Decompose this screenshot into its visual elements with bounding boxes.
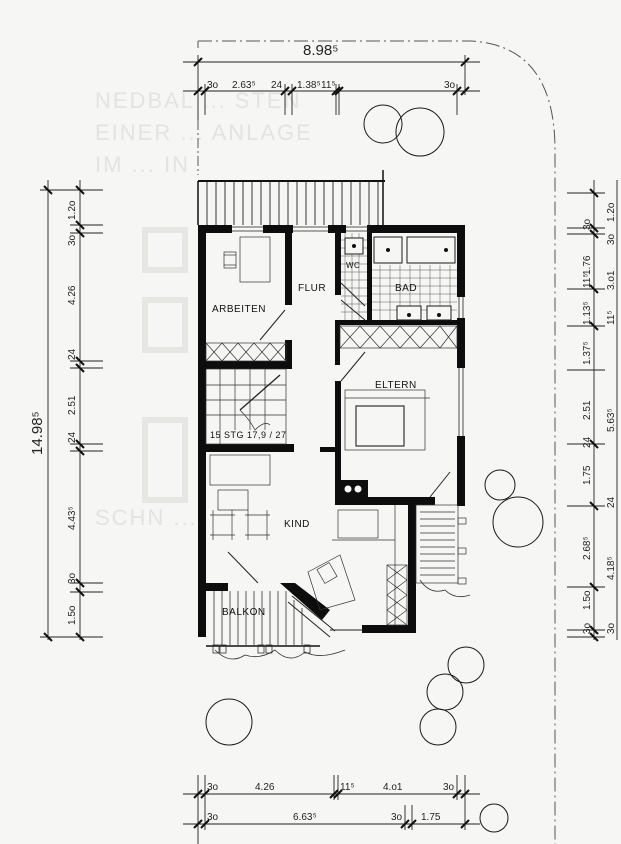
svg-text:3o: 3o [444,80,456,91]
svg-text:3o: 3o [207,812,219,823]
left-dimensions: 14.98⁵ 1.2o 3o 4.26 24 2.51 24 4.43⁵ 3o … [29,180,103,642]
svg-text:4.43⁵: 4.43⁵ [67,506,78,530]
door-eltern-stair [429,471,451,498]
room-label-bad: BAD [395,283,417,294]
heater-closet [340,480,368,498]
dim-overall-width: 8.98⁵ [303,42,338,59]
svg-text:2.68⁵: 2.68⁵ [582,536,593,560]
windows [232,226,464,436]
svg-text:24: 24 [606,496,617,508]
svg-text:3o: 3o [606,622,617,634]
dim-overall-length: 14.98⁵ [29,411,46,455]
svg-text:3o: 3o [391,812,403,823]
svg-text:1.2o: 1.2o [606,202,617,222]
svg-text:24: 24 [271,80,283,91]
svg-text:EINER ... ANLAGE: EINER ... ANLAGE [95,120,313,145]
svg-text:1.75: 1.75 [582,465,593,485]
svg-text:3o: 3o [67,572,78,584]
svg-text:11⁵: 11⁵ [340,782,355,793]
svg-text:SCHN ...: SCHN ... [95,505,198,530]
svg-text:6.63⁵: 6.63⁵ [293,812,317,823]
svg-text:4.o1: 4.o1 [383,782,403,793]
svg-text:24: 24 [582,436,593,448]
cabinet-row-arbeiten [205,342,287,362]
svg-text:11⁵: 11⁵ [321,80,336,91]
door-eltern [340,351,366,382]
svg-text:1.5o: 1.5o [67,605,78,625]
exterior-stair [415,504,467,585]
room-label-flur: FLUR [298,283,326,294]
svg-text:3o: 3o [582,218,593,230]
stair-note: 15 STG 17,9 / 27 [210,430,287,440]
svg-text:1.75: 1.75 [421,812,441,823]
svg-text:1.2o: 1.2o [67,200,78,220]
kind-furniture [209,454,396,625]
bottom-dimensions: 3o 4.26 11⁵ 4.o1 3o 3o 6.63⁵ 3o 1.75 [183,775,480,844]
kind-desk [307,554,356,611]
planting [212,579,471,660]
door-flur-bad [340,299,366,321]
svg-text:1.38⁵: 1.38⁵ [297,80,321,91]
walls [198,225,465,637]
svg-text:IM ... IN: IM ... IN [95,152,190,177]
room-label-arbeiten: ARBEITEN [212,304,266,315]
svg-text:3o: 3o [606,233,617,245]
tree-icons-top [363,104,445,157]
svg-text:11⁵: 11⁵ [606,310,617,325]
svg-text:4.26: 4.26 [67,285,78,305]
room-labels: ARBEITEN FLUR WC BAD ELTERN KIND BALKON … [210,261,417,618]
svg-text:1.37⁵: 1.37⁵ [582,341,593,365]
svg-text:3o: 3o [207,80,219,91]
ghost-text: NEDBAL ... STEN EINER ... ANLAGE IM ... … [95,88,313,530]
door-kind [227,551,259,584]
svg-text:3o: 3o [582,622,593,634]
room-label-balkon: BALKON [222,607,266,618]
svg-text:5.63⁵: 5.63⁵ [606,408,617,432]
top-balcony-railing [197,170,385,225]
right-dimensions: 3o 1.76 11⁵ 1.13⁵ 1.37⁵ 2.51 24 1.75 2.6… [567,180,618,642]
cabinet-row-kind [386,564,408,626]
svg-text:3o: 3o [443,782,455,793]
svg-text:24: 24 [67,348,78,360]
svg-text:2.51: 2.51 [582,400,593,420]
eltern-bed [344,389,430,451]
svg-text:24: 24 [67,431,78,443]
room-label-wc: WC [346,261,360,270]
svg-text:1.5o: 1.5o [582,590,593,610]
door-arbeiten [259,309,286,341]
svg-text:3.o1: 3.o1 [606,270,617,290]
balkon-railing [206,591,320,647]
balkon-diagonal-rail [287,595,362,638]
property-line [198,40,556,844]
fixture-drains [352,244,448,317]
svg-text:1.76: 1.76 [582,255,593,275]
svg-text:2.51: 2.51 [67,395,78,415]
svg-text:4.26: 4.26 [255,782,275,793]
svg-text:1.13⁵: 1.13⁵ [582,301,593,325]
door-wc [340,282,366,307]
tree-icons [205,469,544,833]
top-dimensions: 8.98⁵ 3o 2.63⁵ 24 1.38⁵ 11⁵ 3o [183,42,480,175]
arbeiten-furniture [223,236,271,283]
svg-text:11⁵: 11⁵ [582,273,593,288]
svg-text:3o: 3o [207,782,219,793]
room-label-eltern: ELTERN [375,380,417,391]
staircase [205,368,287,445]
svg-text:4.18⁵: 4.18⁵ [606,556,617,580]
svg-text:3o: 3o [67,234,78,246]
svg-text:2.63⁵: 2.63⁵ [232,80,256,91]
cabinet-row-eltern [339,325,458,349]
room-label-kind: KIND [284,519,310,530]
